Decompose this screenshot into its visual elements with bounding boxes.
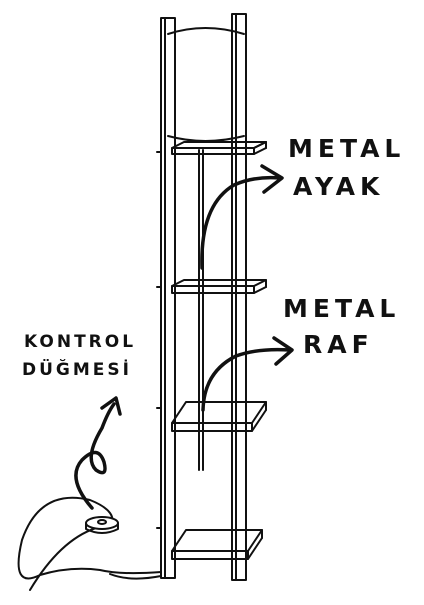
arrow-to-leg-head <box>260 164 284 194</box>
control-switch <box>85 516 119 534</box>
right-metal-leg <box>231 13 247 581</box>
metal-shelf-label-line2: RAF <box>303 330 374 359</box>
metal-leg-label-line2: AYAK <box>293 172 385 201</box>
arrow-to-switch-head <box>100 396 122 416</box>
shelf-1 <box>171 141 267 155</box>
control-button-label-line1: KONTROL <box>24 332 137 352</box>
power-cord <box>17 496 162 591</box>
arrow-to-shelf <box>201 347 292 412</box>
arrow-to-leg <box>200 175 282 270</box>
metal-leg-label-line1: METAL <box>288 134 406 163</box>
shelf-3 <box>171 401 267 432</box>
mounting-screws <box>156 151 162 529</box>
arrow-to-shelf-head <box>272 336 294 366</box>
left-metal-leg <box>160 17 176 579</box>
shelf-4 <box>171 529 263 560</box>
shelf-2 <box>171 279 267 294</box>
arrow-to-switch <box>74 402 116 510</box>
control-button-label-line2: DÜĞMESİ <box>22 360 132 380</box>
metal-shelf-label-line1: METAL <box>283 294 401 323</box>
